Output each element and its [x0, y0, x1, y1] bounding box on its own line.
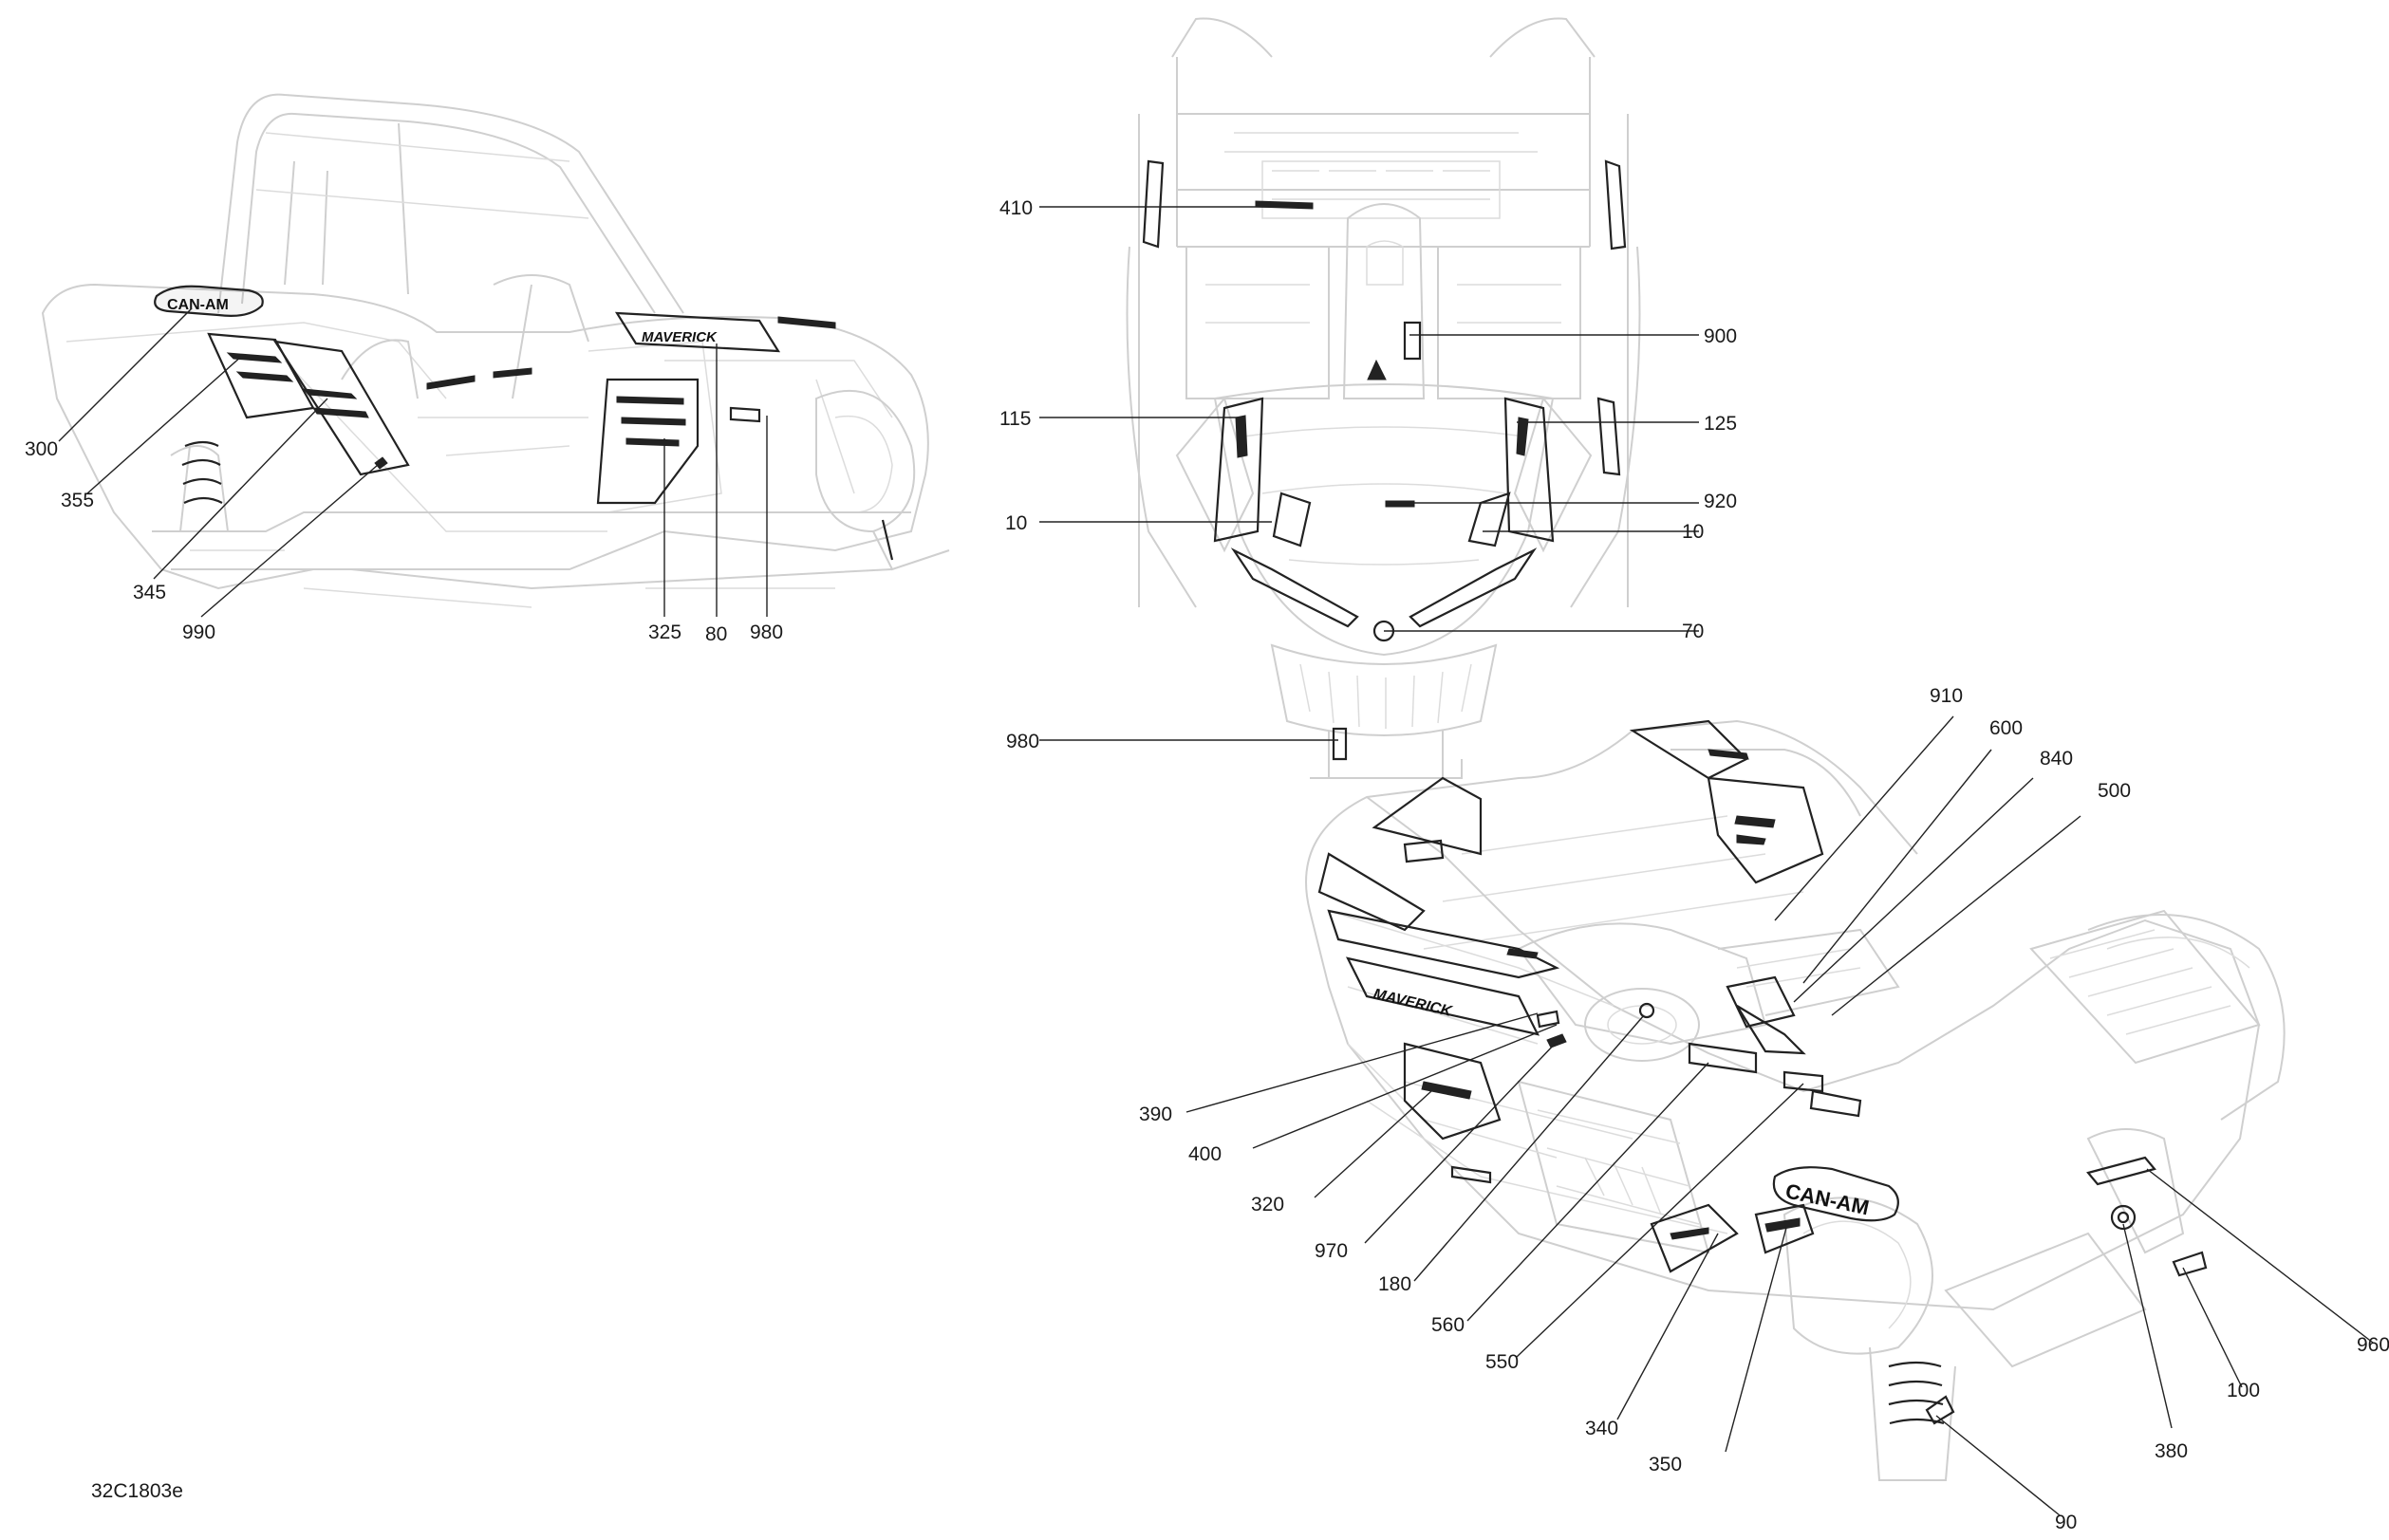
svg-text:MAVERICK: MAVERICK — [1372, 986, 1454, 1020]
callout-100: 100 — [2227, 1380, 2260, 1401]
top-view — [1126, 17, 1641, 779]
callout-70: 70 — [1682, 621, 1704, 642]
callout-10-left: 10 — [1005, 512, 1027, 534]
isometric-view-leaders — [1185, 715, 2374, 1516]
callout-400: 400 — [1188, 1143, 1222, 1165]
decal-can-am-iso: CAN-AM — [1772, 1166, 1899, 1222]
callout-980-top: 980 — [1006, 731, 1039, 752]
callout-125: 125 — [1704, 413, 1737, 435]
decal-can-am-rear: CAN-AM — [154, 285, 264, 317]
decal-maverick-iso: MAVERICK — [1345, 956, 1540, 1036]
figure-code: 32C1803e — [91, 1480, 183, 1502]
callout-320: 320 — [1251, 1194, 1284, 1215]
callout-550: 550 — [1485, 1351, 1519, 1373]
callout-900: 900 — [1704, 325, 1737, 347]
callout-80: 80 — [705, 623, 727, 645]
callout-500: 500 — [2098, 780, 2131, 802]
svg-text:CAN-AM: CAN-AM — [167, 297, 229, 313]
callout-990: 990 — [182, 622, 215, 643]
callout-340: 340 — [1585, 1418, 1618, 1439]
callout-350: 350 — [1649, 1454, 1682, 1475]
decal-maverick-side: MAVERICK — [614, 311, 781, 353]
callout-345: 345 — [133, 582, 166, 603]
callout-380: 380 — [2155, 1440, 2188, 1462]
callout-325: 325 — [648, 622, 681, 643]
callout-960: 960 — [2357, 1334, 2389, 1356]
callout-600: 600 — [1989, 717, 2023, 739]
callout-390: 390 — [1139, 1104, 1172, 1125]
side-view: CAN-AM MAVERICK — [41, 93, 950, 608]
callout-980-side: 980 — [750, 622, 783, 643]
callout-labels: 300 355 345 990 325 80 980 410 900 115 1… — [25, 197, 2389, 1533]
callout-115: 115 — [999, 408, 1031, 430]
isometric-view: MAVERICK CAN-AM — [1305, 719, 2286, 1481]
callout-560: 560 — [1431, 1314, 1465, 1336]
callout-910: 910 — [1930, 685, 1963, 707]
callout-355: 355 — [61, 490, 94, 511]
top-view-leaders — [1039, 206, 1699, 741]
svg-text:MAVERICK: MAVERICK — [642, 329, 718, 345]
callout-10-right: 10 — [1682, 521, 1704, 543]
side-view-leaders — [58, 307, 768, 618]
callout-920: 920 — [1704, 491, 1737, 512]
callout-180: 180 — [1378, 1273, 1411, 1295]
callout-970: 970 — [1315, 1240, 1348, 1262]
callout-840: 840 — [2040, 748, 2073, 770]
callout-410: 410 — [999, 197, 1033, 219]
callout-300: 300 — [25, 438, 58, 460]
callout-90: 90 — [2055, 1512, 2077, 1533]
